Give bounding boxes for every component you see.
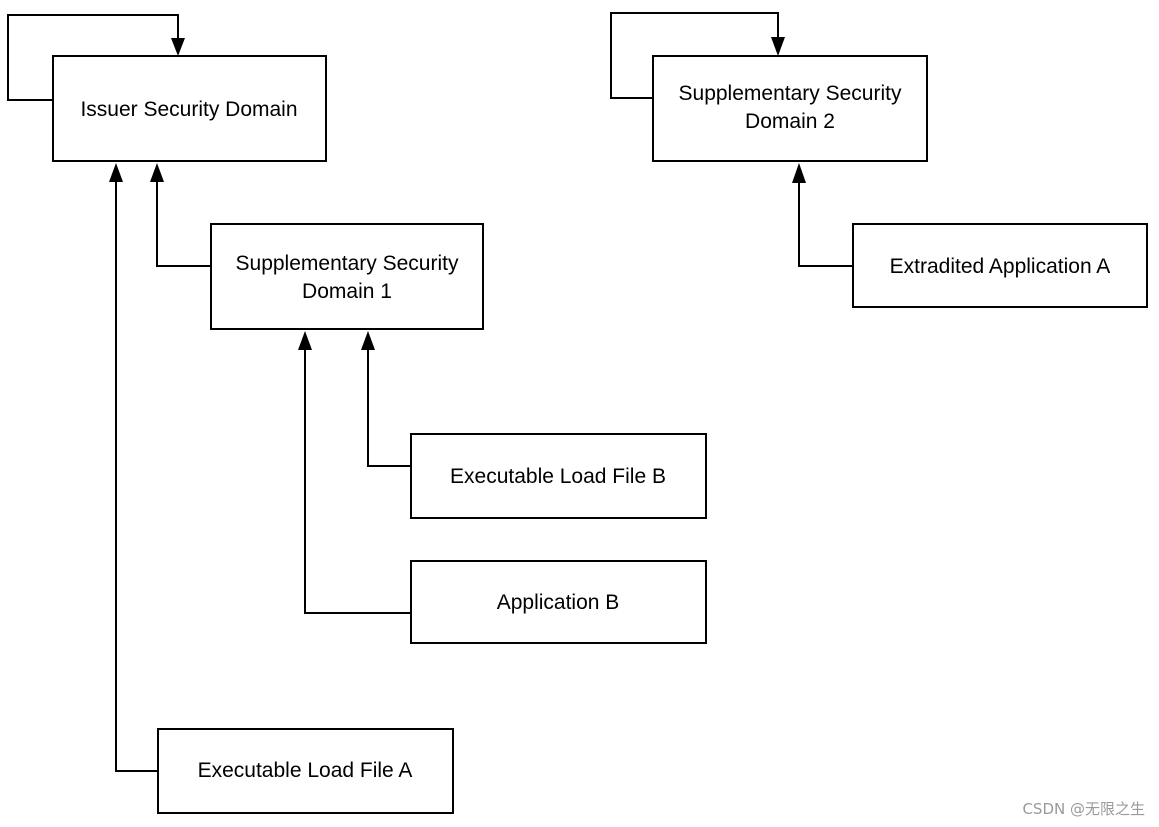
edge-extradited-app-a-to-ssd2 [792,163,853,267]
node-label: Executable Load File B [450,465,666,488]
node-extradited-application-a: Extradited Application A [852,223,1148,308]
edge-ssd1-to-issuer-sd [150,163,211,267]
node-issuer-security-domain: Issuer Security Domain [52,55,327,162]
node-label-line-1: Supplementary Security [679,82,902,105]
edge-app-b-to-ssd1 [298,331,411,614]
node-label-line-1: Supplementary Security [236,252,459,275]
node-supplementary-security-domain-2: Supplementary Security Domain 2 [652,55,928,162]
node-label: Executable Load File A [198,759,413,782]
watermark: CSDN @无限之生 [1022,800,1145,818]
node-executable-load-file-a: Executable Load File A [157,728,454,814]
edge-elf-b-to-ssd1 [361,331,411,467]
edge-issuer-sd-self-loop [7,14,185,101]
node-label: Issuer Security Domain [80,98,297,121]
node-label-line-2: Domain 1 [302,280,392,303]
node-label: Extradited Application A [890,255,1111,278]
node-label: Application B [497,591,620,614]
node-supplementary-security-domain-1: Supplementary Security Domain 1 [210,223,484,330]
edge-elf-a-to-issuer-sd [109,163,158,772]
node-application-b: Application B [410,560,707,644]
node-label-line-2: Domain 2 [745,110,835,133]
edge-ssd2-self-loop [610,12,785,99]
node-executable-load-file-b: Executable Load File B [410,433,707,519]
